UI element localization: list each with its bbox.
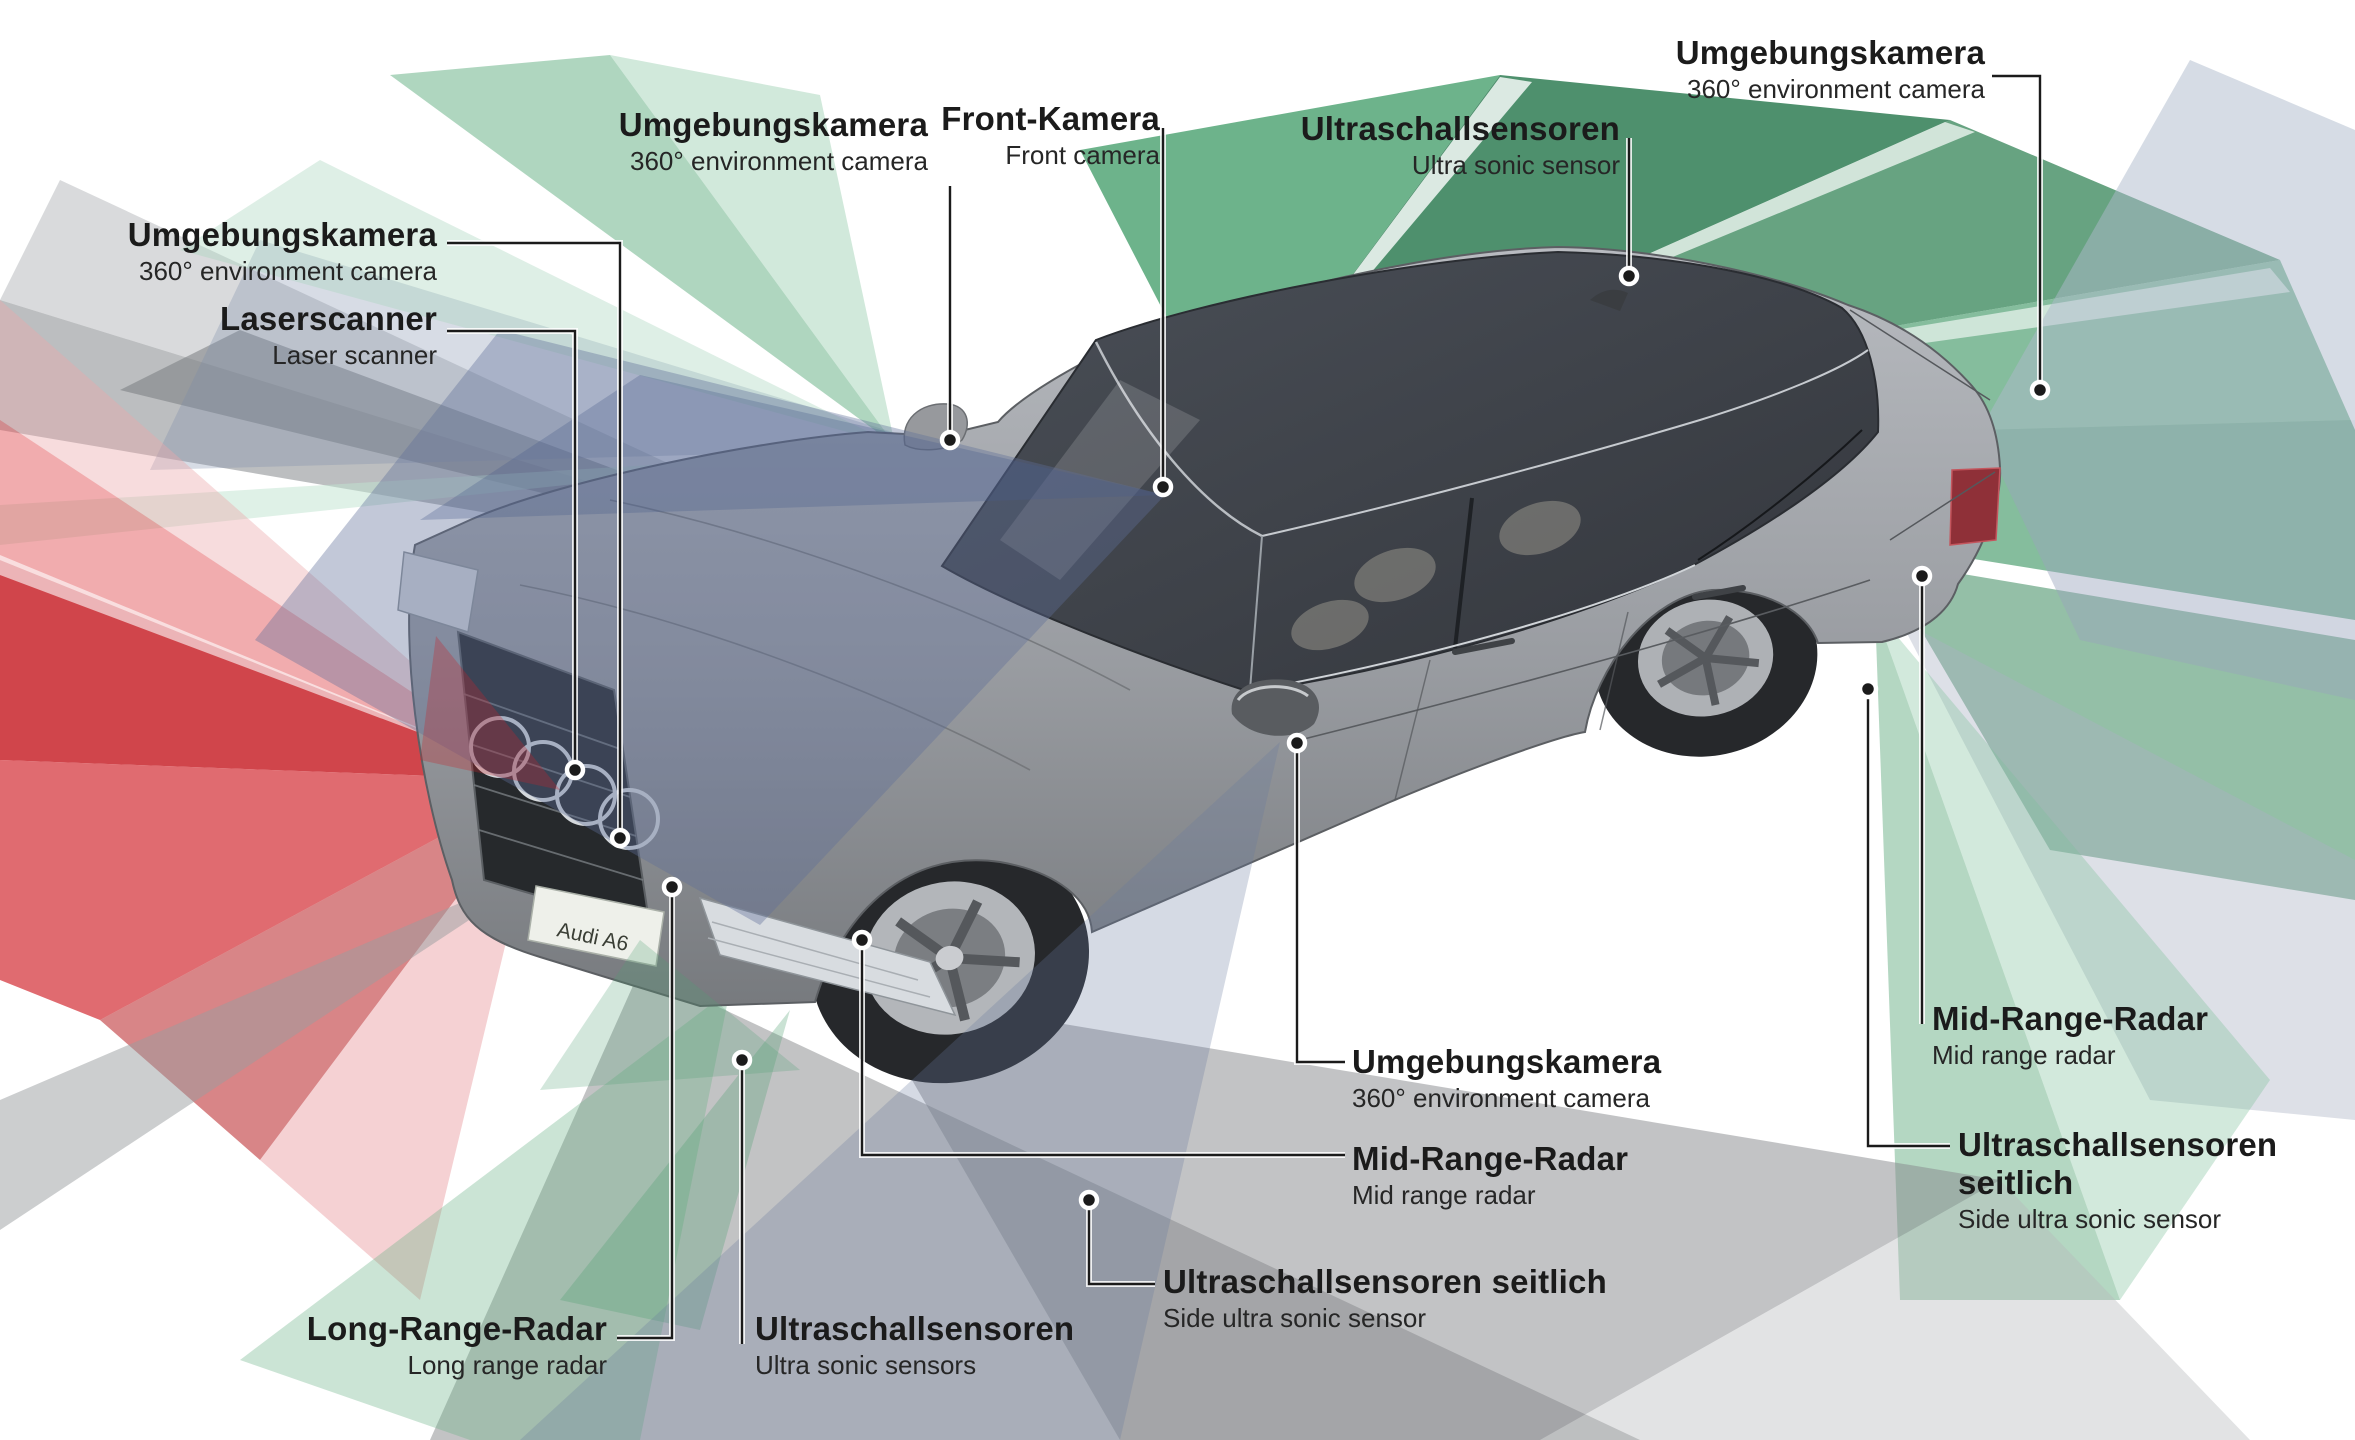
label-ultraschallsensoren-seitlich-mid: Ultraschallsensoren seitlich Side ultra … [1163, 1263, 1607, 1334]
leader-umgebungskamera-mirror-right [1295, 743, 1345, 1064]
b-pillar [1453, 497, 1474, 649]
label-title: Ultraschallsensoren [755, 1310, 1075, 1347]
headlight-far [397, 551, 479, 633]
bumper-seam [1889, 471, 1996, 541]
label-umgebungskamera-rear: Umgebungskamera 360° environment camera [1676, 34, 1985, 105]
roof-near-edge [1261, 349, 1869, 537]
dot-ultraschallsensoren-top [1618, 265, 1640, 287]
label-ultraschallsensoren-top: Ultraschallsensoren Ultra sonic sensor [1301, 110, 1620, 181]
label-title: Ultraschallsensoren seitlich [1163, 1263, 1607, 1300]
label-title: Ultraschallsensoren [1300, 110, 1620, 147]
label-subtitle: Mid range radar [1352, 1180, 1536, 1210]
leader-ultraschall-seitlich-mid [1087, 1200, 1155, 1286]
leader-ultraschall-seitlich-right [1866, 689, 1950, 1148]
dot-umgebungskamera-mirror-right [1286, 732, 1308, 754]
label-umgebungskamera-mirror-right: Umgebungskamera 360° environment camera [1352, 1043, 1661, 1114]
mirror-near-highlight [1236, 685, 1309, 702]
dot-front-kamera [1152, 476, 1174, 498]
sensor-dots [564, 265, 2051, 1211]
label-subtitle: Front camera [1005, 140, 1160, 170]
label-subtitle: Side ultra sonic sensor [1958, 1204, 2222, 1234]
label-subtitle: Laser scanner [272, 340, 437, 370]
label-mid-range-radar-mid: Mid-Range-Radar Mid range radar [1352, 1140, 1628, 1211]
dot-ultraschallsensoren-bottom [731, 1049, 753, 1071]
trunk-seam [1849, 309, 1991, 401]
label-subtitle: Long range radar [407, 1350, 607, 1380]
long-range-radar-cone-gray [0, 860, 560, 1230]
label-subtitle: Side ultra sonic sensor [1163, 1303, 1427, 1333]
dot-mid-range-radar-mid [851, 929, 873, 951]
leader-umgebungskamera-rear [1992, 74, 2042, 390]
label-ultraschallsensoren-bottom: Ultraschallsensoren Ultra sonic sensors [755, 1310, 1074, 1381]
dot-ultraschall-seitlich-right [1857, 678, 1879, 700]
sill-highlight [1254, 564, 1696, 691]
label-title: Umgebungskamera [1675, 34, 1985, 71]
door-seams [1394, 611, 1629, 801]
car-interior [1291, 500, 1581, 651]
label-front-kamera: Front-Kamera Front camera [941, 100, 1160, 171]
label-subtitle: 360° environment camera [1352, 1083, 1650, 1113]
label-subtitle: Ultra sonic sensors [755, 1350, 977, 1380]
label-umgebungskamera-front: Umgebungskamera 360° environment camera [128, 216, 437, 287]
label-subtitle: Ultra sonic sensor [1411, 150, 1620, 180]
leader-lines [447, 73, 2051, 1344]
license-plate [527, 885, 665, 967]
label-ultraschallsensoren-seitlich-right: Ultraschallsensoren seitlich Side ultra … [1958, 1126, 2278, 1235]
leader-laserscanner [447, 329, 577, 770]
shoulder-line [1299, 579, 1871, 741]
mirror-near [1231, 679, 1319, 736]
label-subtitle: 360° environment camera [139, 256, 437, 286]
windshield-reflection [1000, 380, 1200, 580]
label-title: Umgebungskamera [127, 216, 437, 253]
hood-creases [519, 499, 1131, 771]
leader-umgebungskamera-front [447, 241, 622, 838]
label-subtitle: Mid range radar [1932, 1040, 2116, 1070]
door-handles [1452, 585, 1746, 655]
label-subtitle: 360° environment camera [630, 146, 928, 176]
ultrasonic-green-fans-upper-left [0, 55, 895, 545]
camera-cone-far-mirror [150, 240, 945, 470]
dot-long-range-radar [661, 876, 683, 898]
label-title: Ultraschallsensoren seitlich [1958, 1126, 2278, 1201]
label-title: Umgebungskamera [1352, 1043, 1662, 1080]
label-title: Mid-Range-Radar [1932, 1000, 2209, 1037]
leader-mid-range-radar-mid [860, 940, 1345, 1157]
laser-overlay-front [420, 636, 560, 790]
label-title: Mid-Range-Radar [1352, 1140, 1629, 1177]
ultrasonic-green-rear-down [1875, 610, 2270, 1300]
camera-pale-blue-rear [1900, 60, 2355, 1120]
dot-mid-range-radar-right [1911, 565, 1933, 587]
grille-bars [463, 693, 644, 881]
leader-long-range-radar [617, 887, 674, 1340]
dot-umgebungskamera-rear [2029, 379, 2051, 401]
tail-light [1949, 467, 2001, 546]
label-umgebungskamera-mirror-left: Umgebungskamera 360° environment camera [619, 106, 928, 177]
roof-antenna [1590, 289, 1628, 311]
c-pillar-edge [1697, 429, 1863, 561]
headlight-detail [707, 921, 931, 998]
label-title: Laserscanner [219, 300, 437, 337]
label-laserscanner: Laserscanner Laser scanner [220, 300, 437, 371]
car-illustration: Audi A6 [397, 245, 2002, 1084]
label-title: Front-Kamera [941, 100, 1160, 137]
label-long-range-radar: Long-Range-Radar Long range radar [307, 1310, 607, 1381]
label-mid-range-radar-right: Mid-Range-Radar Mid range radar [1932, 1000, 2208, 1071]
dot-umgebungskamera-mirror-left [939, 429, 961, 451]
laser-scanner-cone-red [0, 300, 545, 1300]
label-title: Long-Range-Radar [306, 1310, 607, 1347]
dot-laserscanner [564, 759, 586, 781]
radar-gray-ground-field [430, 970, 2250, 1440]
a-pillar-near [1249, 535, 1263, 691]
front-camera-cone-blue [255, 330, 1165, 925]
label-subtitle: 360° environment camera [1687, 74, 1985, 104]
audi-rings [469, 716, 660, 850]
label-title: Umgebungskamera [618, 106, 928, 143]
windshield-top-edge [1094, 341, 1263, 538]
dot-ultraschall-seitlich-mid [1078, 1189, 1100, 1211]
rear-wheel [1594, 563, 1818, 757]
dot-umgebungskamera-front [609, 827, 631, 849]
